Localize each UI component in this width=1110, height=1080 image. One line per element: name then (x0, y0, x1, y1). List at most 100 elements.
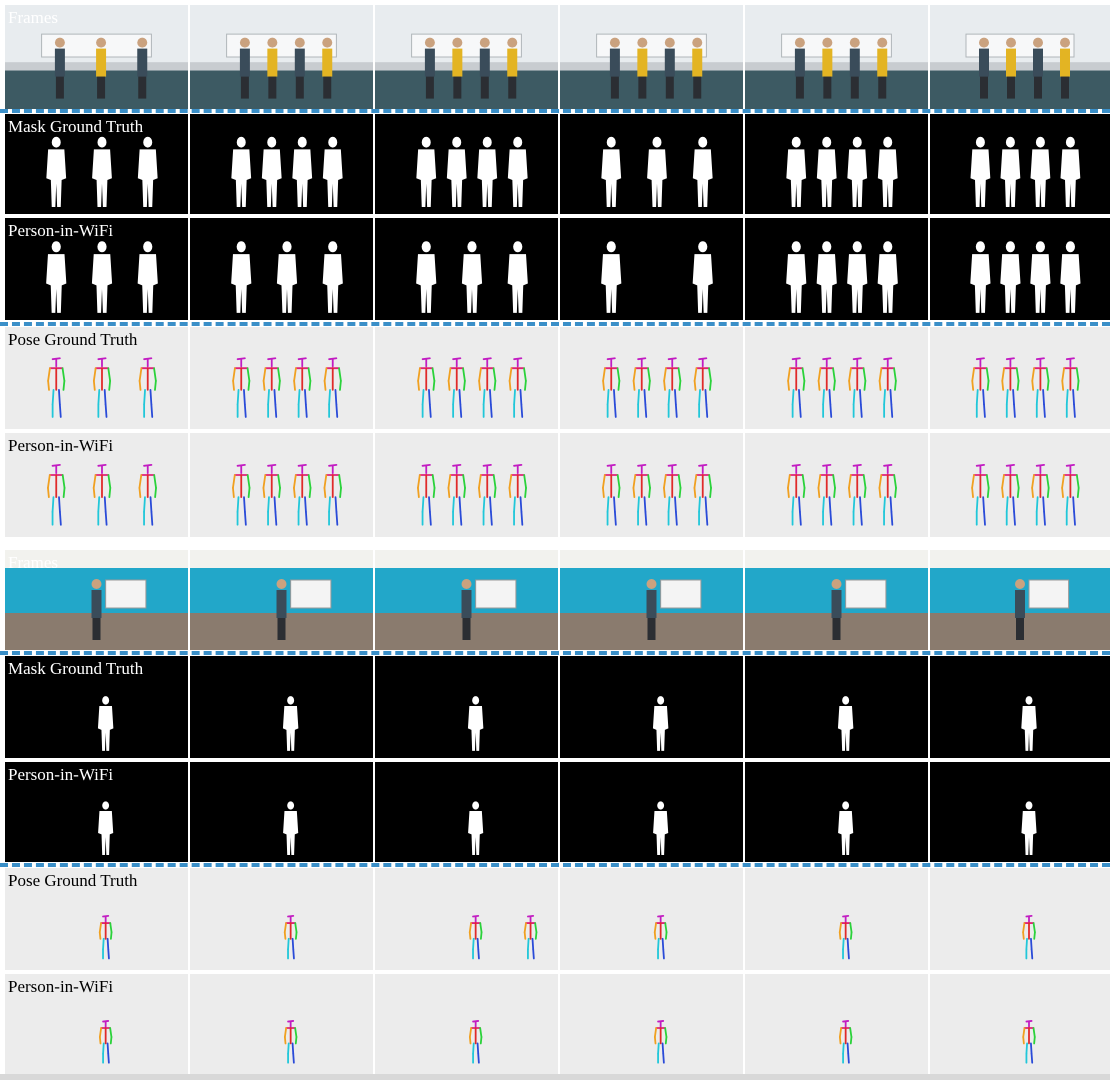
top-mask-cell-2 (190, 114, 373, 214)
top-mask-cell-1 (5, 218, 188, 320)
pose-skeleton-2 (262, 357, 281, 418)
person-mask-3 (692, 136, 713, 207)
person-mask-4 (1060, 241, 1081, 313)
top-mask-cell-2 (190, 218, 373, 320)
pose-skeleton-1 (787, 357, 806, 418)
top-pose-cell-6 (930, 433, 1110, 537)
top-mask-cell-3 (375, 114, 558, 214)
person-mask-2 (92, 136, 112, 207)
top-mask-cell-6 (930, 114, 1110, 214)
person-mask-2 (276, 241, 298, 313)
top-frame-cell-2 (190, 5, 373, 109)
bottom-mask-cell-6 (930, 762, 1110, 862)
pose-skeleton-2 (523, 914, 538, 960)
person-mask-3 (847, 241, 868, 313)
person-mask-1 (231, 136, 252, 207)
bottom-pose-pred-row: Person-in-WiFi (0, 974, 1110, 1074)
person-mask-3 (1030, 136, 1051, 207)
person-mask-2 (1000, 241, 1021, 313)
person-mask-2 (816, 136, 837, 207)
frame-photo-1 (5, 550, 188, 650)
person-mask-1 (652, 696, 669, 751)
bottom-mask-cell-4 (560, 762, 743, 862)
bottom-frame-cell-4 (560, 550, 743, 650)
person-mask-1 (653, 801, 669, 855)
top-mask-cell-5 (745, 218, 928, 320)
pose-skeleton-1 (787, 463, 806, 526)
pose-skeleton-2 (92, 463, 112, 526)
top-separator-2 (0, 322, 1110, 326)
bottom-pose-cell-5 (745, 868, 928, 970)
pose-skeleton-1 (417, 357, 436, 418)
bottom-mask-cell-3 (375, 762, 558, 862)
pose-skeleton-3 (1031, 357, 1050, 418)
pose-skeleton-3 (293, 463, 312, 526)
pose-skeleton-1 (417, 463, 436, 526)
pose-skeleton-1 (971, 463, 990, 526)
bottom-pose-cell-1 (5, 974, 188, 1074)
top-mask-cell-4 (560, 114, 743, 214)
pose-skeleton-1 (653, 1020, 668, 1064)
person-mask-4 (877, 241, 898, 313)
top-frame-cell-3 (375, 5, 558, 109)
person-mask-3 (292, 136, 313, 207)
frame-photo-6 (930, 550, 1110, 650)
top-mask-gt-row: Mask Ground Truth (0, 114, 1110, 214)
person-mask-4 (1060, 136, 1081, 207)
bottom-mask-cell-1 (5, 762, 188, 862)
pose-skeleton-3 (138, 463, 157, 526)
top-pose-cell-6 (930, 327, 1110, 429)
frame-photo-3 (375, 5, 558, 109)
top-frames-row: Frames (0, 5, 1110, 109)
person-mask-3 (507, 241, 528, 313)
top-mask-cell-1 (5, 114, 188, 214)
person-mask-2 (692, 241, 713, 313)
frame-photo-4 (560, 5, 743, 109)
person-mask-2 (647, 136, 667, 207)
person-mask-1 (98, 801, 114, 855)
bottom-mask-cell-5 (745, 762, 928, 862)
person-mask-1 (786, 241, 807, 313)
person-mask-1 (46, 241, 67, 313)
top-pose-cell-3 (375, 433, 558, 537)
bottom-pose-cell-3 (375, 868, 558, 970)
bottom-pose-cell-1 (5, 868, 188, 970)
person-mask-1 (283, 801, 299, 855)
pose-skeleton-4 (508, 463, 527, 526)
page-bottom-strip (0, 1074, 1110, 1080)
person-mask-1 (97, 696, 114, 751)
pose-skeleton-1 (98, 1020, 113, 1064)
bottom-mask-cell-2 (190, 762, 373, 862)
top-frame-cell-1 (5, 5, 188, 109)
top-separator-1 (0, 109, 1110, 113)
pose-skeleton-1 (838, 914, 853, 960)
top-pose-cell-2 (190, 327, 373, 429)
pose-skeleton-1 (602, 357, 621, 418)
frame-photo-6 (930, 5, 1110, 109)
pose-skeleton-1 (283, 914, 298, 960)
person-mask-3 (137, 136, 158, 207)
top-frame-cell-4 (560, 5, 743, 109)
person-mask-3 (322, 241, 343, 313)
pose-skeleton-4 (1061, 357, 1080, 418)
pose-skeleton-2 (632, 463, 651, 526)
pose-skeleton-4 (323, 463, 342, 526)
person-mask-1 (970, 136, 991, 207)
pose-skeleton-3 (293, 357, 312, 418)
person-mask-1 (468, 801, 484, 855)
pose-skeleton-1 (283, 1020, 298, 1064)
person-mask-1 (1021, 696, 1037, 751)
person-mask-4 (322, 136, 343, 207)
bottom-pose-gt-row: Pose Ground Truth (0, 868, 1110, 970)
bottom-frame-cell-2 (190, 550, 373, 650)
person-mask-1 (416, 241, 437, 313)
top-mask-cell-6 (930, 218, 1110, 320)
bottom-frame-cell-6 (930, 550, 1110, 650)
bottom-mask-gt-row: Mask Ground Truth (0, 656, 1110, 758)
pose-skeleton-1 (971, 357, 990, 418)
top-pose-cell-5 (745, 327, 928, 429)
pose-skeleton-4 (878, 357, 897, 418)
bottom-mask-cell-4 (560, 656, 743, 758)
frame-photo-4 (560, 550, 743, 650)
pose-skeleton-4 (508, 357, 527, 418)
